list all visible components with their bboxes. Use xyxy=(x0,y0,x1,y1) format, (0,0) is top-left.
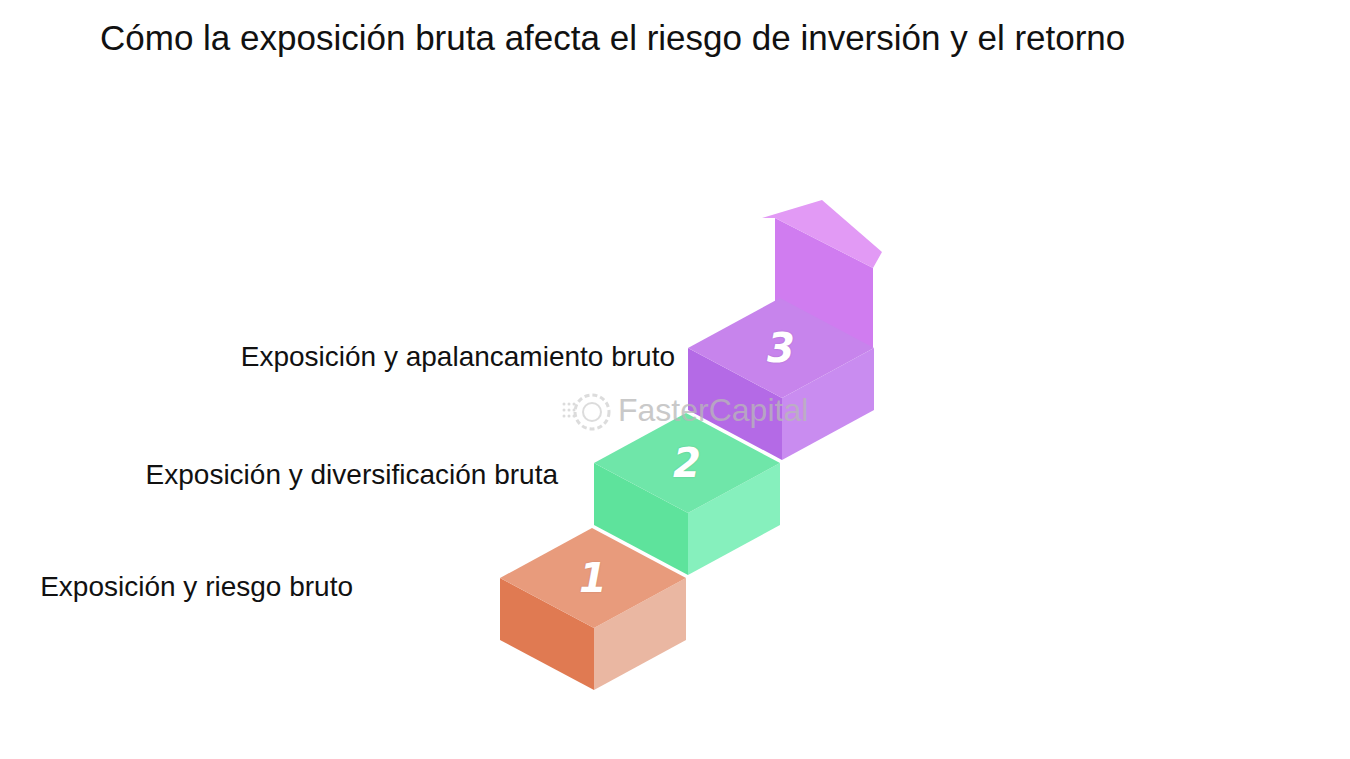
step-number: 1 xyxy=(579,558,607,598)
step-label: Exposición y riesgo bruto xyxy=(40,572,353,603)
step-number: 2 xyxy=(673,443,701,483)
step-label: Exposición y diversificación bruta xyxy=(146,460,558,491)
watermark: FasterCapital xyxy=(618,392,808,429)
title: Cómo la exposición bruta afecta el riesg… xyxy=(100,18,1125,58)
step-number: 3 xyxy=(767,328,795,368)
step-label: Exposición y apalancamiento bruto xyxy=(241,342,675,373)
watermark-icon xyxy=(558,388,614,440)
arrow-head xyxy=(762,200,882,268)
block-top-face xyxy=(688,298,874,398)
